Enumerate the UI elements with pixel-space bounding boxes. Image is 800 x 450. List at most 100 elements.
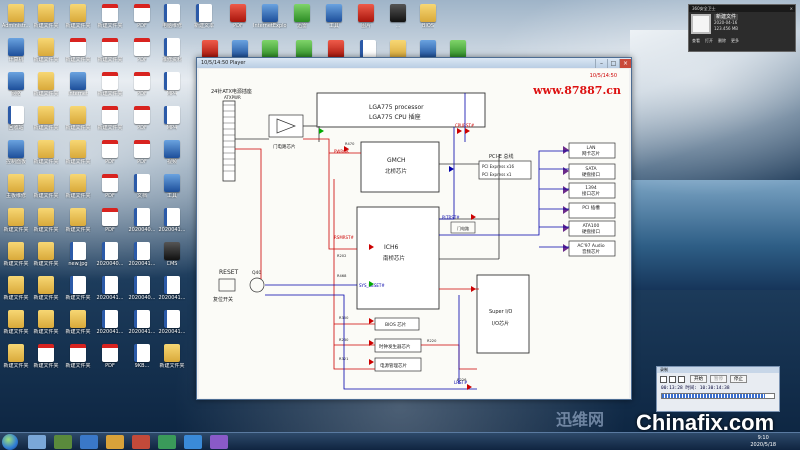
desktop-icon[interactable]: PDF bbox=[128, 138, 156, 172]
taskbar-item[interactable] bbox=[184, 435, 202, 449]
desktop-icon[interactable]: ... bbox=[384, 2, 412, 36]
notification-popup[interactable]: 360安全卫士 × 新建文件 2020-04-16 123.456 MB 查看 … bbox=[688, 4, 796, 52]
desktop-icon[interactable]: 图片 bbox=[352, 2, 380, 36]
taskbar-item[interactable] bbox=[54, 435, 72, 449]
desktop-icon[interactable]: new.jpg bbox=[64, 240, 92, 274]
desktop-icon[interactable]: 新建文件夹 bbox=[2, 342, 30, 376]
desktop-icon[interactable]: 2020041... bbox=[128, 308, 156, 342]
desktop-icon[interactable]: 新建文件夹 bbox=[32, 104, 60, 138]
desktop-icon[interactable]: 2020040... bbox=[128, 206, 156, 240]
desktop-icon[interactable]: 新建文件夹 bbox=[64, 206, 92, 240]
desktop-icon[interactable]: BIOS bbox=[414, 2, 442, 36]
popup-action-open[interactable]: 打开 bbox=[705, 38, 713, 43]
desktop-icon[interactable]: 新建文件夹 bbox=[32, 138, 60, 172]
desktop-icon[interactable]: MP4 bbox=[158, 70, 186, 104]
taskbar-item[interactable] bbox=[158, 435, 176, 449]
taskbar-item[interactable] bbox=[80, 435, 98, 449]
desktop-icon[interactable]: 新建文本 bbox=[190, 2, 218, 36]
recorder-pause-button[interactable]: 暂停 bbox=[710, 375, 727, 383]
start-button[interactable] bbox=[2, 434, 18, 450]
recorder-stop-button[interactable]: 停止 bbox=[730, 375, 747, 383]
desktop-icon[interactable]: 主板维修 bbox=[2, 172, 30, 206]
desktop-icon[interactable]: 2020041... bbox=[96, 274, 124, 308]
video-player-window[interactable]: 10/5/14:50 Player – □ × 24针ATX电源插座 ATXPW… bbox=[196, 57, 632, 400]
taskbar[interactable]: 9:10 2020/5/18 bbox=[0, 432, 800, 450]
desktop-icon[interactable]: 9KB... bbox=[128, 342, 156, 376]
recorder-start-button[interactable]: 开始 bbox=[690, 375, 707, 383]
desktop-icon[interactable]: InternetExplorer bbox=[253, 2, 287, 36]
desktop-icon[interactable]: 新建文件夹 bbox=[96, 70, 124, 104]
desktop-icon[interactable]: 新建文件夹 bbox=[96, 2, 124, 36]
desktop-icon[interactable]: 新建文件夹 bbox=[64, 138, 92, 172]
taskbar-item[interactable] bbox=[28, 435, 46, 449]
close-button[interactable]: × bbox=[619, 58, 631, 68]
desktop-icon[interactable]: 2020040... bbox=[128, 274, 156, 308]
desktop-icon[interactable]: 新建文件夹 bbox=[2, 308, 30, 342]
desktop-icon[interactable]: 2020041... bbox=[158, 308, 186, 342]
desktop-icon[interactable]: 维修资料 bbox=[158, 36, 186, 70]
desktop-icon[interactable]: 新建文件夹 bbox=[64, 308, 92, 342]
desktop-icon[interactable]: 2020041... bbox=[128, 240, 156, 274]
desktop-icon[interactable]: 新建文件夹 bbox=[32, 2, 60, 36]
desktop-icon[interactable]: 2020040... bbox=[96, 240, 124, 274]
desktop-icon[interactable]: CMS bbox=[158, 240, 186, 274]
desktop-icon[interactable]: 回收站 bbox=[2, 104, 30, 138]
player-title-bar[interactable]: 10/5/14:50 Player – □ × bbox=[197, 58, 631, 68]
desktop-icon[interactable]: PDF bbox=[224, 2, 252, 36]
desktop-icon[interactable]: PDF bbox=[128, 70, 156, 104]
desktop-icon[interactable]: 2020041... bbox=[96, 308, 124, 342]
desktop-icon[interactable]: 新建文件夹 bbox=[32, 206, 60, 240]
desktop-icon[interactable]: 新建文件夹 bbox=[158, 342, 186, 376]
desktop-icon[interactable]: PDF bbox=[96, 172, 124, 206]
desktop-icon[interactable]: 新建文件夹 bbox=[64, 274, 92, 308]
taskbar-item[interactable] bbox=[132, 435, 150, 449]
desktop-icon[interactable]: Administr... bbox=[2, 2, 30, 36]
popup-action-view[interactable]: 查看 bbox=[692, 38, 700, 43]
desktop-icon[interactable]: 新建文件夹 bbox=[64, 104, 92, 138]
desktop-icon[interactable]: 新建文件夹 bbox=[96, 104, 124, 138]
desktop-icon[interactable]: PDF bbox=[96, 342, 124, 376]
desktop-icon[interactable]: 新建文件夹 bbox=[64, 2, 92, 36]
minimize-button[interactable]: – bbox=[595, 58, 607, 68]
system-clock[interactable]: 9:10 2020/5/18 bbox=[750, 435, 776, 449]
desktop-icon[interactable]: PDF bbox=[96, 138, 124, 172]
popup-close-icon[interactable]: × bbox=[789, 6, 793, 11]
desktop-icon[interactable]: PDF bbox=[128, 36, 156, 70]
desktop-icon[interactable]: 2020041... bbox=[158, 206, 186, 240]
desktop-icon[interactable]: 新建文件夹 bbox=[32, 240, 60, 274]
desktop-icon[interactable]: 控制面板 bbox=[2, 138, 30, 172]
desktop-icon[interactable]: 新建文件夹 bbox=[32, 274, 60, 308]
desktop-icon[interactable]: 新建文件夹 bbox=[32, 308, 60, 342]
maximize-button[interactable]: □ bbox=[607, 58, 619, 68]
desktop-icon[interactable]: 计算机 bbox=[2, 36, 30, 70]
desktop-icon[interactable]: 工具 bbox=[158, 172, 186, 206]
desktop-icon[interactable]: 文档 bbox=[128, 172, 156, 206]
taskbar-item[interactable] bbox=[106, 435, 124, 449]
desktop-icon[interactable]: 迅雷 bbox=[288, 2, 316, 36]
popup-action-more[interactable]: 更多 bbox=[731, 38, 739, 43]
desktop-icon[interactable]: 新建文件夹 bbox=[32, 70, 60, 104]
recorder-region-icon[interactable] bbox=[660, 375, 667, 383]
desktop-icon[interactable]: 电脑维修 bbox=[158, 2, 186, 36]
desktop-icon[interactable]: 工具 bbox=[320, 2, 348, 36]
video-frame[interactable]: 24针ATX电源插座 ATXPWR LGA775 processor LGA77… bbox=[199, 69, 629, 398]
recorder-window-icon[interactable] bbox=[669, 375, 676, 383]
desktop-icon[interactable]: 新建文件夹 bbox=[2, 206, 30, 240]
desktop-icon[interactable]: Internet bbox=[64, 70, 92, 104]
screen-recorder-panel[interactable]: 录制 开始 暂停 停止 00:13:28 时间: 10:30:14:38 bbox=[656, 366, 780, 412]
desktop-icon[interactable]: 新建文件夹 bbox=[64, 342, 92, 376]
desktop-icon[interactable]: 2020041... bbox=[158, 274, 186, 308]
desktop-icon[interactable]: 新建文件夹 bbox=[32, 342, 60, 376]
desktop-icon[interactable]: 新建文件夹 bbox=[96, 36, 124, 70]
desktop-icon[interactable]: MP4 bbox=[158, 104, 186, 138]
desktop-icon[interactable]: 新建文件夹 bbox=[32, 36, 60, 70]
desktop-icon[interactable]: 网络 bbox=[2, 70, 30, 104]
recorder-fullscreen-icon[interactable] bbox=[678, 375, 685, 383]
taskbar-item[interactable] bbox=[210, 435, 228, 449]
desktop-icon[interactable]: 新建文件夹 bbox=[32, 172, 60, 206]
desktop-icon[interactable]: PDF bbox=[128, 104, 156, 138]
desktop-icon[interactable]: PDF bbox=[96, 206, 124, 240]
desktop-icon[interactable]: 新建文件夹 bbox=[64, 36, 92, 70]
desktop-icon[interactable]: 新建文件夹 bbox=[2, 274, 30, 308]
desktop-icon[interactable]: 新建文件夹 bbox=[2, 240, 30, 274]
